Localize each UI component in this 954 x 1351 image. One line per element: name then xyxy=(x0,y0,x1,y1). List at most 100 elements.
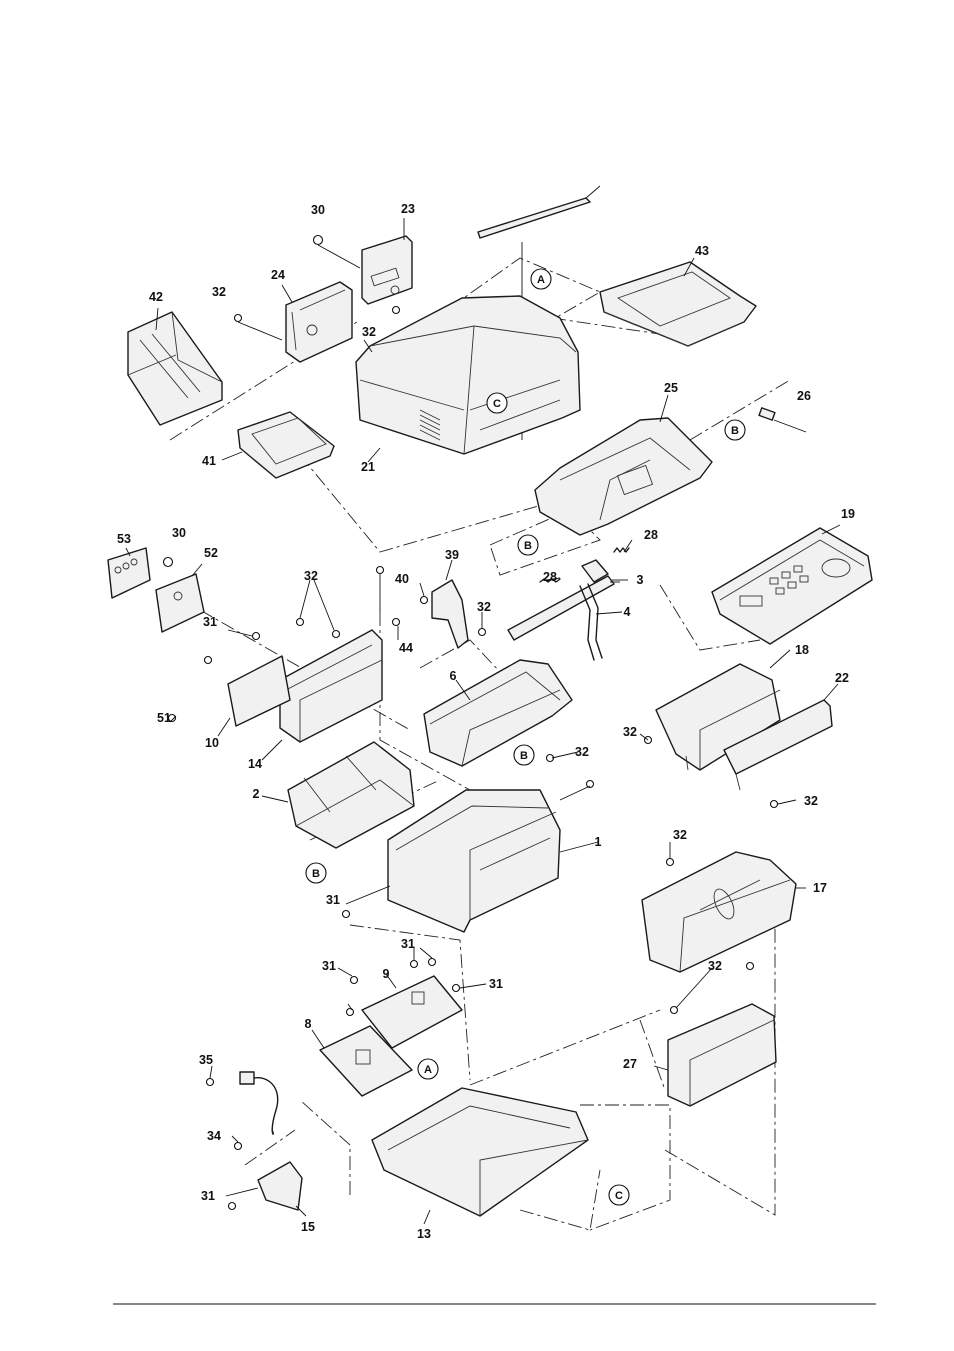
callout-35: 35 xyxy=(199,1053,213,1067)
callout-28: 28 xyxy=(543,570,557,584)
callout-2: 2 xyxy=(253,787,260,801)
ref-marker-A-bottom: A xyxy=(417,1058,439,1080)
side-plate-23 xyxy=(361,235,413,305)
callout-32: 32 xyxy=(623,725,637,739)
callout-31: 31 xyxy=(326,893,340,907)
power-board-9 xyxy=(361,975,463,1049)
ref-marker-A-top: A xyxy=(530,268,552,290)
callout-32: 32 xyxy=(362,325,376,339)
callout-53: 53 xyxy=(117,532,131,546)
roller-3 xyxy=(507,559,615,641)
ref-label: B xyxy=(524,540,532,552)
callout-32: 32 xyxy=(708,959,722,973)
tray-41 xyxy=(237,411,335,479)
strip-4 xyxy=(579,583,603,661)
callout-31: 31 xyxy=(201,1189,215,1203)
frame-27 xyxy=(667,1003,777,1107)
main-cover-21 xyxy=(355,295,581,455)
callout-32: 32 xyxy=(575,745,589,759)
callout-32: 32 xyxy=(304,569,318,583)
paper-guide-2 xyxy=(287,741,415,849)
callout-14: 14 xyxy=(248,757,262,771)
power-cord-35 xyxy=(239,1071,279,1135)
ref-marker-C-bottom: C xyxy=(608,1184,630,1206)
springs-28 xyxy=(539,547,630,583)
output-tray-43 xyxy=(599,261,757,347)
callout-8: 8 xyxy=(305,1017,312,1031)
callout-40: 40 xyxy=(395,572,409,586)
callout-42: 42 xyxy=(149,290,163,304)
callout-43: 43 xyxy=(695,244,709,258)
side-bracket-24 xyxy=(285,281,353,363)
callout-22: 22 xyxy=(835,671,849,685)
callout-1: 1 xyxy=(595,835,602,849)
callout-27: 27 xyxy=(623,1057,637,1071)
callout-17: 17 xyxy=(813,881,827,895)
bracket-15 xyxy=(257,1161,303,1211)
callout-labels: 30 23 43 24 42 32 32 25 26 41 21 19 53 3… xyxy=(117,202,855,1241)
ref-marker-B-guide: B xyxy=(305,862,327,884)
callout-31: 31 xyxy=(489,977,503,991)
ref-marker-C-cover: C xyxy=(486,392,508,414)
callout-34: 34 xyxy=(207,1129,221,1143)
bracket-53 xyxy=(107,547,151,599)
callout-51: 51 xyxy=(157,711,171,725)
panel-base-18 xyxy=(655,663,781,771)
callout-4: 4 xyxy=(624,605,631,619)
lever-39 xyxy=(431,579,469,649)
ref-label: C xyxy=(493,398,501,410)
callout-6: 6 xyxy=(450,669,457,683)
ref-label: C xyxy=(615,1190,623,1202)
callout-39: 39 xyxy=(445,548,459,562)
ref-label: B xyxy=(312,868,320,880)
callout-41: 41 xyxy=(202,454,216,468)
callout-52: 52 xyxy=(204,546,218,560)
callout-25: 25 xyxy=(664,381,678,395)
drum-unit-6 xyxy=(423,659,573,767)
callout-21: 21 xyxy=(361,460,375,474)
callout-31: 31 xyxy=(322,959,336,973)
ref-marker-B-mid: B xyxy=(517,534,539,556)
ref-label: A xyxy=(537,274,545,286)
paper-tray-42 xyxy=(127,311,223,426)
frame-14 xyxy=(279,629,383,743)
callout-15: 15 xyxy=(301,1220,315,1234)
callout-32: 32 xyxy=(673,828,687,842)
callout-32: 32 xyxy=(212,285,226,299)
callout-30: 30 xyxy=(311,203,325,217)
pin-26 xyxy=(758,407,807,433)
callout-3: 3 xyxy=(637,573,644,587)
board-8 xyxy=(319,1025,413,1097)
callout-32: 32 xyxy=(477,600,491,614)
rail-22 xyxy=(723,699,833,791)
callout-31: 31 xyxy=(401,937,415,951)
ref-label: A xyxy=(424,1064,432,1076)
ref-marker-B-drum: B xyxy=(513,744,535,766)
ref-label: B xyxy=(731,425,739,437)
callout-31: 31 xyxy=(203,615,217,629)
main-frame-1 xyxy=(387,789,561,933)
leader-lines xyxy=(125,218,841,1225)
panel-frame-25 xyxy=(534,417,713,536)
screws xyxy=(162,234,779,1211)
callout-23: 23 xyxy=(401,202,415,216)
callout-24: 24 xyxy=(271,268,285,282)
callout-26: 26 xyxy=(797,389,811,403)
callout-18: 18 xyxy=(795,643,809,657)
callout-44: 44 xyxy=(399,641,413,655)
pcb-52 xyxy=(155,573,205,633)
operation-panel-19 xyxy=(711,527,873,645)
callout-9: 9 xyxy=(383,967,390,981)
callout-32: 32 xyxy=(804,794,818,808)
callout-30: 30 xyxy=(172,526,186,540)
callout-28: 28 xyxy=(644,528,658,542)
ref-label: B xyxy=(520,750,528,762)
fuser-unit-17 xyxy=(641,851,797,973)
base-frame-13 xyxy=(371,1087,589,1217)
callout-19: 19 xyxy=(841,507,855,521)
plate-10 xyxy=(227,655,291,727)
callout-10: 10 xyxy=(205,736,219,750)
ref-marker-B-right: B xyxy=(724,419,746,441)
callout-13: 13 xyxy=(417,1227,431,1241)
